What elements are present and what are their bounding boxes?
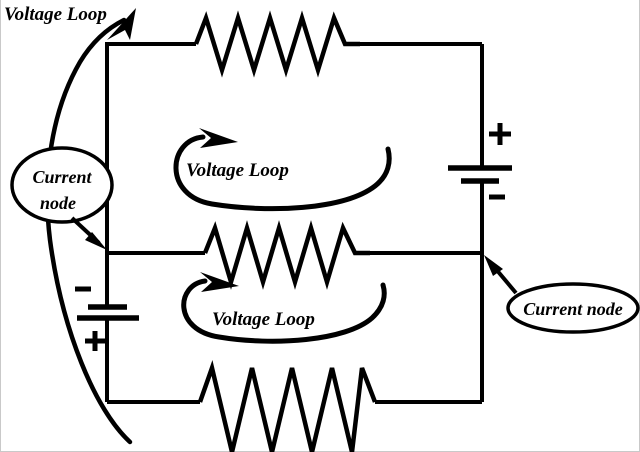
current-node-right-arrow-icon bbox=[484, 255, 503, 276]
current-node-left-label-line2: node bbox=[40, 193, 76, 213]
voltage-loop-arc-upper bbox=[173, 134, 392, 212]
voltage-loop-lower-label: Voltage Loop bbox=[212, 309, 315, 330]
voltage-loop-corner-label: Voltage Loop bbox=[4, 4, 107, 25]
resistor-bottom bbox=[197, 360, 378, 452]
current-node-left-ellipse[interactable] bbox=[10, 146, 114, 224]
resistor-middle bbox=[202, 220, 370, 290]
current-node-right-label: Current node bbox=[523, 299, 623, 319]
voltage-loop-upper-label: Voltage Loop bbox=[186, 160, 289, 181]
current-node-right-ellipse[interactable] bbox=[506, 282, 640, 334]
current-node-left-label-line1: Current bbox=[32, 167, 92, 187]
voltage-loop-corner-arrow-icon bbox=[107, 8, 136, 40]
voltage-loop-arrow-upper-icon bbox=[199, 128, 238, 148]
current-node-right-pointer bbox=[493, 266, 518, 295]
resistor-top bbox=[193, 10, 360, 78]
current-node-left-arrow-icon bbox=[85, 232, 107, 250]
voltage-loop-arc-lower bbox=[181, 278, 387, 344]
voltage-loop-arrow-lower-icon bbox=[200, 272, 239, 292]
